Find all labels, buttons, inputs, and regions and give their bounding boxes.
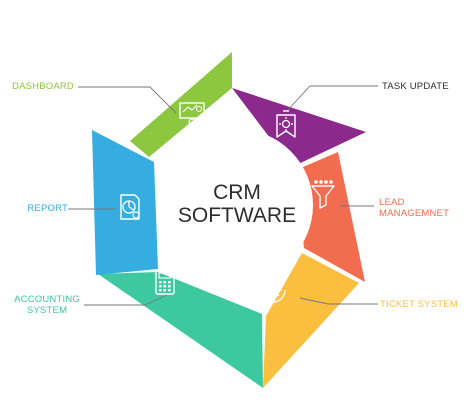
label-line: REPORT xyxy=(27,203,68,214)
dashboard-presenter-icon xyxy=(179,102,205,131)
label-ticket-system: TICKET SYSTEM xyxy=(380,299,458,310)
label-line: TASK UPDATE xyxy=(382,81,449,92)
label-line: TICKET SYSTEM xyxy=(380,299,458,310)
leader-line-accounting-system xyxy=(84,294,168,306)
label-line: SYSTEM xyxy=(26,305,68,316)
label-line: ACCOUNTING xyxy=(14,294,80,305)
leader-line-task-update xyxy=(285,85,378,113)
leader-line-dashboard xyxy=(78,86,177,114)
center-title-line1: CRM xyxy=(213,181,261,204)
label-dashboard: DASHBOARD xyxy=(12,81,74,92)
segment-dashboard xyxy=(130,52,232,157)
center-circle xyxy=(161,129,313,281)
calculator-icon xyxy=(155,269,175,295)
segment-task-update xyxy=(232,88,366,167)
report-chart-icon xyxy=(120,194,140,220)
gear-cycle-icon xyxy=(260,277,286,303)
bookmark-gear-icon xyxy=(276,110,296,138)
leader-line-ticket-system xyxy=(299,297,378,305)
segment-accounting-system xyxy=(98,272,263,388)
label-line: LEAD xyxy=(379,197,405,208)
label-line: MANAGEMNET xyxy=(379,208,450,219)
center-title-line2: SOFTWARE xyxy=(178,204,296,227)
label-report: REPORT xyxy=(27,203,68,214)
label-task-update: TASK UPDATE xyxy=(382,81,449,92)
funnel-icon xyxy=(311,180,335,209)
segment-lead-managemnet xyxy=(296,152,365,282)
label-line: DASHBOARD xyxy=(12,81,74,92)
segment-ticket-system xyxy=(263,253,359,388)
